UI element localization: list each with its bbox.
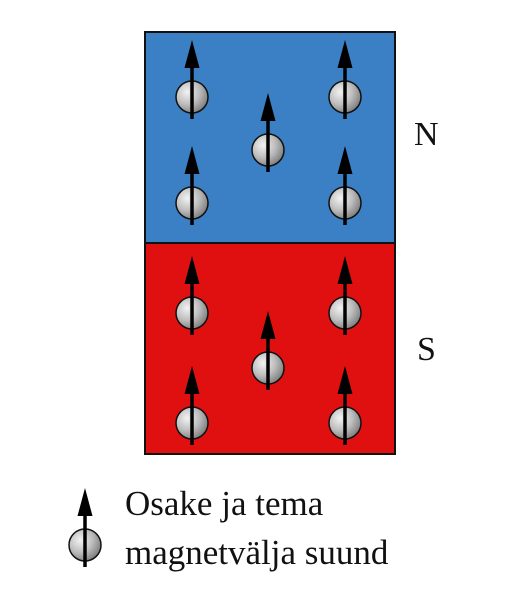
legend-text-line2: magnetvälja suund <box>125 533 389 572</box>
north-pole-label: N <box>414 116 439 153</box>
particle-icon <box>328 366 362 445</box>
particle-icon <box>175 256 209 335</box>
arrow-head <box>260 93 276 121</box>
legend-text-line1: Osake ja tema <box>125 484 324 523</box>
arrow-head <box>260 311 276 339</box>
particle-icon <box>251 93 285 172</box>
particles <box>175 40 362 445</box>
particle-icon <box>328 256 362 335</box>
arrow-head <box>337 40 353 68</box>
arrow-head <box>337 256 353 284</box>
arrow-head <box>184 256 200 284</box>
particle-icon <box>175 366 209 445</box>
south-pole-label: S <box>417 331 436 368</box>
arrow-head <box>184 40 200 68</box>
arrow-head <box>77 488 93 516</box>
particle-icon <box>175 40 209 119</box>
legend-particle <box>68 488 102 567</box>
legend-particle-icon <box>68 488 102 567</box>
particle-icon <box>328 146 362 225</box>
arrow-head <box>184 366 200 394</box>
particle-icon <box>251 311 285 390</box>
arrow-head <box>184 146 200 174</box>
arrow-head <box>337 146 353 174</box>
particle-icon <box>328 40 362 119</box>
particle-icon <box>175 146 209 225</box>
arrow-head <box>337 366 353 394</box>
